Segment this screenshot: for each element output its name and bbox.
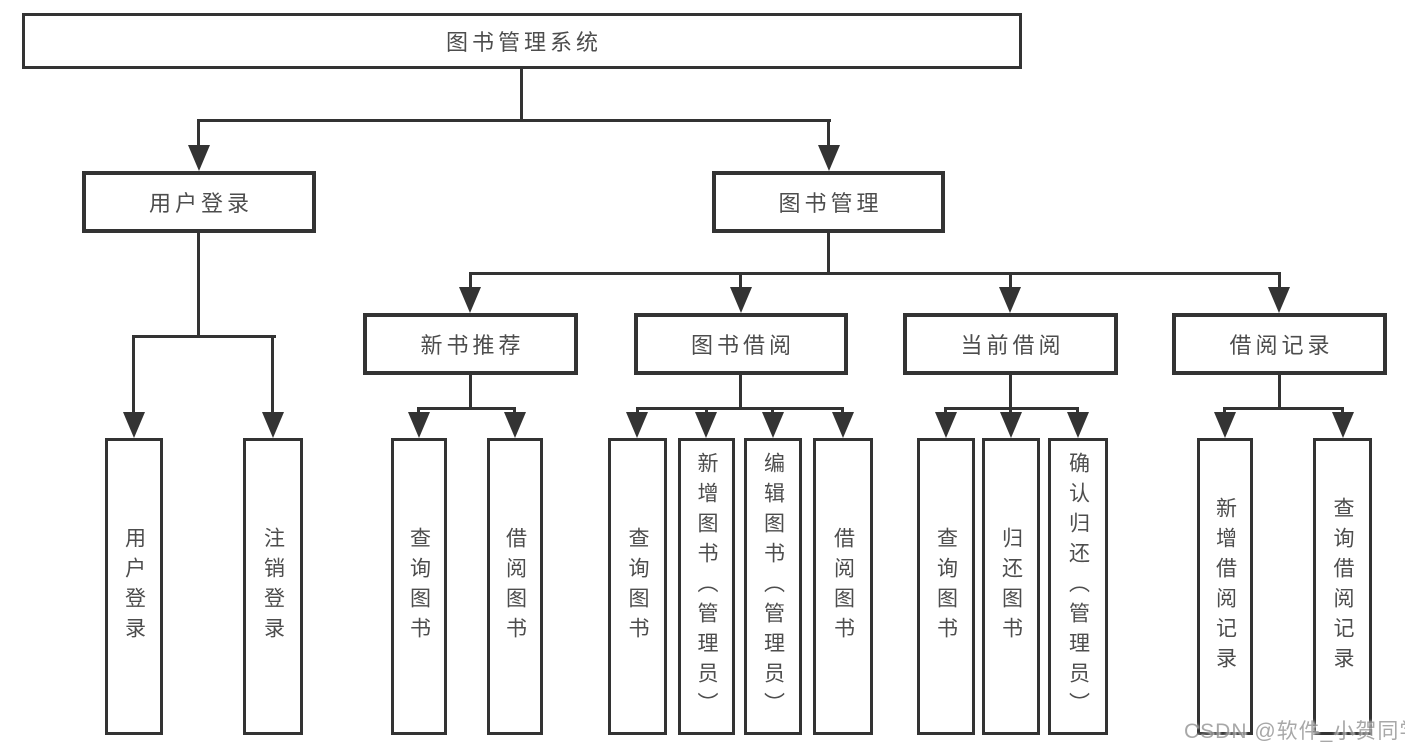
connector-line xyxy=(1278,374,1281,410)
leaf-records-query-record-label: 查询借阅记录 xyxy=(1331,496,1354,677)
leaf-borrow-add-books-admin: 新增图书（管理员） xyxy=(678,438,735,735)
connector-line xyxy=(1076,407,1079,416)
leaf-borrow-edit-books-admin: 编辑图书（管理员） xyxy=(744,438,802,735)
leaf-borrow-query-books: 查询图书 xyxy=(608,438,667,735)
leaf-borrow-borrow-books: 借阅图书 xyxy=(813,438,873,735)
connector-line xyxy=(841,407,844,416)
connector-line xyxy=(417,407,420,416)
node-current-borrow: 当前借阅 xyxy=(903,313,1118,375)
node-book-management-group-label: 图书管理 xyxy=(778,191,883,216)
leaf-logout-label: 注销登录 xyxy=(261,526,285,647)
connector-line xyxy=(469,272,472,290)
csdn-watermark: CSDN @软件_小贺同学 xyxy=(1184,720,1405,743)
node-root: 图书管理系统 xyxy=(22,13,1022,69)
leaf-records-add-record-label: 新增借阅记录 xyxy=(1213,496,1237,677)
leaf-borrow-edit-books-admin-label: 编辑图书（管理员） xyxy=(761,451,785,722)
leaf-recommend-query-books: 查询图书 xyxy=(391,438,447,735)
connector-line xyxy=(1009,374,1012,410)
connector-line xyxy=(1009,407,1012,416)
connector-line xyxy=(417,407,516,410)
connector-line xyxy=(197,119,831,122)
arrowhead-down-icon xyxy=(408,412,430,438)
connector-line xyxy=(1223,407,1344,410)
leaf-current-return-books-label: 归还图书 xyxy=(999,526,1023,647)
leaf-user-login: 用户登录 xyxy=(105,438,163,735)
node-root-label: 图书管理系统 xyxy=(445,30,602,55)
connector-line xyxy=(739,374,742,410)
connector-line xyxy=(827,232,830,275)
leaf-current-confirm-return-admin-label: 确认归还（管理员） xyxy=(1066,451,1090,722)
connector-line xyxy=(271,335,274,415)
connector-line xyxy=(520,68,523,122)
connector-line xyxy=(1278,272,1281,290)
arrowhead-down-icon xyxy=(832,412,854,438)
leaf-logout: 注销登录 xyxy=(243,438,303,735)
arrowhead-down-icon xyxy=(262,412,284,438)
connector-line xyxy=(1341,407,1344,416)
connector-line xyxy=(705,407,708,416)
connector-line xyxy=(1223,407,1226,416)
leaf-current-return-books: 归还图书 xyxy=(982,438,1040,735)
node-new-book-recommend: 新书推荐 xyxy=(363,313,578,375)
connector-line xyxy=(197,232,200,338)
leaf-user-login-label: 用户登录 xyxy=(122,526,146,647)
node-book-borrow: 图书借阅 xyxy=(634,313,848,375)
leaf-records-add-record: 新增借阅记录 xyxy=(1197,438,1253,735)
connector-line xyxy=(469,272,1281,275)
arrowhead-down-icon xyxy=(1332,412,1354,438)
arrowhead-down-icon xyxy=(818,145,840,171)
node-borrow-records: 借阅记录 xyxy=(1172,313,1387,375)
leaf-borrow-query-books-label: 查询图书 xyxy=(626,526,649,647)
arrowhead-down-icon xyxy=(1268,287,1290,313)
connector-line xyxy=(771,407,774,416)
leaf-recommend-borrow-books: 借阅图书 xyxy=(487,438,543,735)
arrowhead-down-icon xyxy=(459,287,481,313)
arrowhead-down-icon xyxy=(123,412,145,438)
leaf-records-query-record: 查询借阅记录 xyxy=(1313,438,1372,735)
leaf-current-confirm-return-admin: 确认归还（管理员） xyxy=(1048,438,1108,735)
arrowhead-down-icon xyxy=(1067,412,1089,438)
arrowhead-down-icon xyxy=(935,412,957,438)
arrowhead-down-icon xyxy=(695,412,717,438)
node-new-book-recommend-label: 新书推荐 xyxy=(420,333,525,358)
node-user-login-group: 用户登录 xyxy=(82,171,316,233)
connector-line xyxy=(739,272,742,290)
arrowhead-down-icon xyxy=(626,412,648,438)
leaf-borrow-add-books-admin-label: 新增图书（管理员） xyxy=(695,451,718,722)
node-user-login-group-label: 用户登录 xyxy=(148,191,253,216)
leaf-borrow-borrow-books-label: 借阅图书 xyxy=(831,526,855,647)
connector-line xyxy=(513,407,516,416)
connector-line xyxy=(132,335,135,415)
connector-line xyxy=(132,335,276,338)
arrowhead-down-icon xyxy=(762,412,784,438)
leaf-recommend-borrow-books-label: 借阅图书 xyxy=(503,526,527,647)
node-current-borrow-label: 当前借阅 xyxy=(960,333,1065,358)
leaf-current-query-books: 查询图书 xyxy=(917,438,975,735)
leaf-recommend-query-books-label: 查询图书 xyxy=(407,526,431,647)
node-book-borrow-label: 图书借阅 xyxy=(690,333,795,358)
node-borrow-records-label: 借阅记录 xyxy=(1229,333,1334,358)
arrowhead-down-icon xyxy=(1214,412,1236,438)
arrowhead-down-icon xyxy=(188,145,210,171)
connector-line xyxy=(944,407,947,416)
connector-line xyxy=(1009,272,1012,290)
connector-line xyxy=(636,407,844,410)
connector-line xyxy=(197,119,200,149)
arrowhead-down-icon xyxy=(999,287,1021,313)
connector-line xyxy=(469,374,472,410)
arrowhead-down-icon xyxy=(730,287,752,313)
arrowhead-down-icon xyxy=(504,412,526,438)
leaf-current-query-books-label: 查询图书 xyxy=(934,526,958,647)
arrowhead-down-icon xyxy=(1000,412,1022,438)
connector-line xyxy=(636,407,639,416)
node-book-management-group: 图书管理 xyxy=(712,171,945,233)
connector-line xyxy=(827,119,830,149)
